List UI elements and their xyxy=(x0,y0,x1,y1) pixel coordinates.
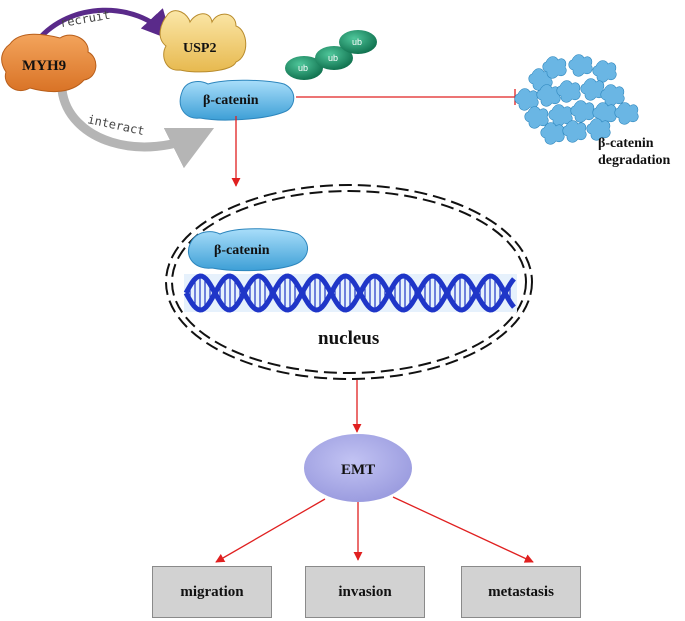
degraded-fragment xyxy=(562,120,587,143)
degraded-fragment xyxy=(600,84,625,107)
dna-strand xyxy=(183,273,516,313)
degraded-fragment xyxy=(540,122,565,145)
outcome-migration: migration xyxy=(152,566,272,618)
outcome-metastasis: metastasis xyxy=(461,566,581,618)
interact-arrow xyxy=(57,89,215,169)
degraded-fragment xyxy=(586,118,611,141)
ubiquitin-label-3: ub xyxy=(352,37,362,47)
degradation-label-1: β-catenin xyxy=(598,136,654,151)
myh9-protein xyxy=(1,33,97,92)
degraded-fragment xyxy=(570,100,595,123)
beta-catenin-nucleus-label: β-catenin xyxy=(214,243,270,258)
degraded-fragment xyxy=(536,84,561,107)
ubiquitin-3 xyxy=(339,30,377,54)
dna-strand xyxy=(183,273,516,313)
degraded-fragment xyxy=(514,88,539,111)
usp2-protein xyxy=(159,10,247,73)
degraded-fragment xyxy=(556,80,581,103)
degraded-fragment xyxy=(580,78,605,101)
ubiquitin-label-2: ub xyxy=(328,53,338,63)
usp2-label: USP2 xyxy=(183,41,216,56)
outcome-invasion-label: invasion xyxy=(338,583,392,600)
ubiquitin-1 xyxy=(285,56,323,80)
nucleus xyxy=(165,184,533,380)
beta-catenin-label: β-catenin xyxy=(203,93,259,108)
degraded-fragment xyxy=(614,102,639,125)
outcome-invasion: invasion xyxy=(305,566,425,618)
recruit-label: recruit xyxy=(59,8,111,31)
outcome-migration-label: migration xyxy=(180,583,244,600)
ubiquitin-label-1: ub xyxy=(298,63,308,73)
degraded-fragment xyxy=(542,56,567,79)
nucleus-label: nucleus xyxy=(318,328,379,349)
dna-double-helix xyxy=(183,273,516,313)
outcome-metastasis-label: metastasis xyxy=(488,583,554,600)
myh9-label: MYH9 xyxy=(22,58,66,74)
degraded-fragment xyxy=(568,54,593,77)
beta-catenin-protein xyxy=(179,79,295,121)
arrow-to-migration xyxy=(215,498,326,563)
beta-catenin-nuclear-protein xyxy=(188,228,308,272)
degraded-fragment xyxy=(524,106,549,129)
degraded-beta-catenin-fragments xyxy=(514,54,639,145)
emt-label: EMT xyxy=(341,462,375,478)
degraded-fragment xyxy=(592,60,617,83)
arrow-to-metastasis xyxy=(392,496,534,563)
recruit-arrow xyxy=(36,7,173,42)
degradation-label-2: degradation xyxy=(598,153,671,168)
ubiquitin-chain: ub ub ub xyxy=(285,30,377,80)
emt-node xyxy=(304,434,412,502)
ubiquitin-2 xyxy=(315,46,353,70)
